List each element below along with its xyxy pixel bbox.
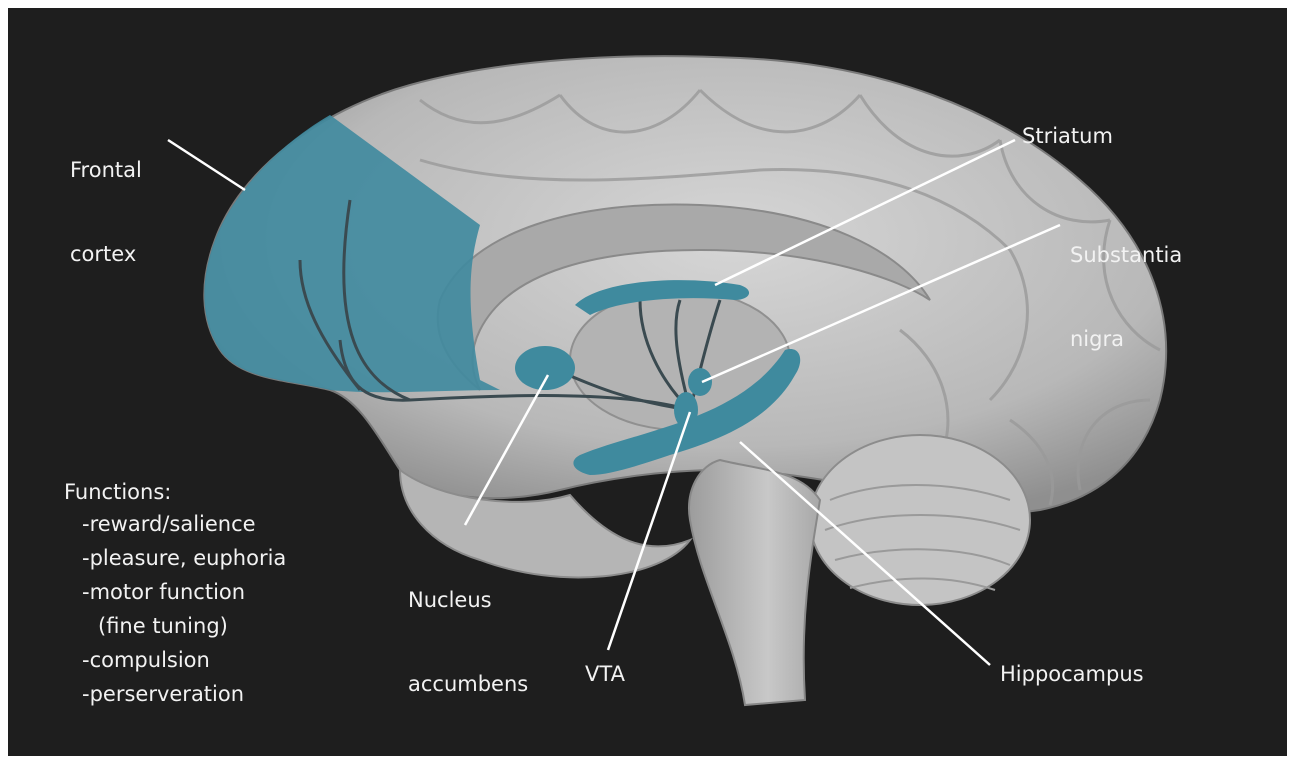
label-nucleus-accumbens: Nucleus accumbens bbox=[408, 530, 528, 754]
label-substantia-nigra-line1: Substantia bbox=[1070, 241, 1182, 269]
function-item: -perserveration bbox=[82, 680, 244, 708]
label-substantia-nigra: Substantia nigra bbox=[1070, 185, 1182, 409]
function-item: -motor function bbox=[82, 578, 245, 606]
label-vta: VTA bbox=[585, 660, 625, 688]
function-item: -reward/salience bbox=[82, 510, 256, 538]
function-item: -pleasure, euphoria bbox=[82, 544, 286, 572]
function-item: (fine tuning) bbox=[98, 612, 228, 640]
function-item: -compulsion bbox=[82, 646, 210, 674]
label-nucleus-accumbens-line1: Nucleus bbox=[408, 586, 528, 614]
label-substantia-nigra-line2: nigra bbox=[1070, 325, 1182, 353]
label-hippocampus: Hippocampus bbox=[1000, 660, 1144, 688]
label-frontal-cortex-line2: cortex bbox=[70, 240, 142, 268]
label-striatum: Striatum bbox=[1022, 122, 1113, 150]
label-frontal-cortex-line1: Frontal bbox=[70, 156, 142, 184]
label-nucleus-accumbens-line2: accumbens bbox=[408, 670, 528, 698]
substantia-nigra-region bbox=[688, 368, 712, 396]
label-frontal-cortex: Frontal cortex bbox=[70, 100, 142, 324]
cerebellum bbox=[810, 435, 1030, 605]
functions-heading: Functions: bbox=[64, 478, 171, 506]
nucleus-accumbens-region bbox=[515, 346, 575, 390]
pointer-frontal-cortex bbox=[168, 140, 245, 190]
